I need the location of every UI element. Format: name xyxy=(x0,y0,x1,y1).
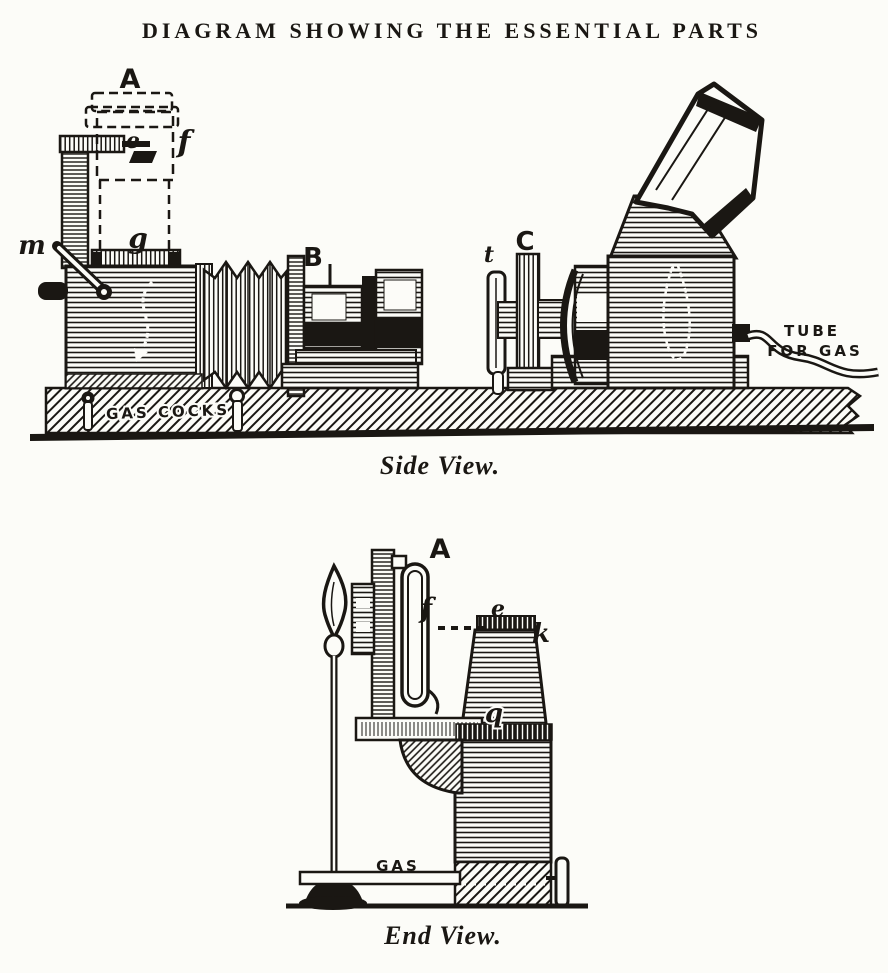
support-rod xyxy=(122,141,150,147)
lens-platform xyxy=(280,362,420,390)
end-view-caption: End View. xyxy=(383,921,502,950)
label-k-end: k xyxy=(532,619,550,649)
label-c-side: C xyxy=(515,227,534,257)
side-knob xyxy=(38,282,68,300)
side-view-caption: Side View. xyxy=(380,451,500,480)
dashed-chamber xyxy=(95,110,175,182)
gas-label: GAS xyxy=(376,857,420,875)
side-view: GAS COCKS xyxy=(18,64,879,480)
lime-holder xyxy=(390,554,440,715)
end-lamp xyxy=(453,615,570,908)
stand-column xyxy=(370,548,396,734)
carrier-rail-left xyxy=(497,301,519,339)
flame-outline xyxy=(662,264,691,361)
bellows xyxy=(202,259,288,391)
label-a-side: A xyxy=(120,64,141,95)
light-path-arrow xyxy=(138,280,154,353)
condenser-lens xyxy=(560,264,613,386)
lamp-body xyxy=(453,738,553,864)
chimney-cowl xyxy=(633,81,765,239)
light-path-arrowhead xyxy=(134,348,148,362)
label-f-side: f xyxy=(176,125,196,160)
label-e-side: e xyxy=(126,128,140,154)
dashed-cap xyxy=(84,91,180,129)
tube-for-gas-line2: FOR GAS xyxy=(767,342,863,360)
stand-c xyxy=(497,252,565,392)
lantern-body xyxy=(38,241,213,390)
label-e-end: e xyxy=(491,596,505,622)
lever-m xyxy=(52,241,112,300)
chimney-column xyxy=(60,144,90,270)
stand-clamp xyxy=(350,582,376,656)
slide-carrier-t xyxy=(486,270,507,395)
bracket-gusset xyxy=(398,738,464,795)
label-q-end: q xyxy=(485,699,503,729)
tube-for-gas-line1: TUBE xyxy=(784,322,840,340)
label-g-side: g xyxy=(128,222,148,255)
lens-standard-b xyxy=(280,254,424,398)
stand-c-foot xyxy=(506,366,556,392)
label-f-end: f xyxy=(418,592,437,625)
gas-pipe-shelf xyxy=(298,870,462,886)
page-title: DIAGRAM SHOWING THE ESSENTIAL PARTS xyxy=(142,18,762,43)
label-a-end: A xyxy=(430,534,451,565)
lens-barrel xyxy=(302,268,424,366)
label-t-side: t xyxy=(484,242,494,268)
gas-nipple xyxy=(732,324,750,342)
gas-cock-right xyxy=(229,388,245,432)
label-b-side: B xyxy=(303,243,323,273)
lamp-cap xyxy=(476,615,536,631)
label-m-side: m xyxy=(18,231,46,261)
lamphouse-body xyxy=(606,254,736,390)
lime-block xyxy=(129,151,157,163)
gas-tube xyxy=(746,330,879,379)
retort-stand xyxy=(350,548,396,734)
end-view: A f e k q GAS End View. xyxy=(286,534,588,950)
gas-jet xyxy=(299,562,367,910)
bracket-arm xyxy=(354,716,553,795)
dashed-chimney-sides xyxy=(98,180,171,258)
arm-dark-band xyxy=(455,723,553,741)
lantern-base-strip xyxy=(65,373,203,389)
lamphouse xyxy=(606,81,879,390)
flame xyxy=(321,562,348,643)
lantern-chimney-assembly xyxy=(58,91,182,270)
carrier-rail-right xyxy=(537,299,565,339)
gas-cock-left xyxy=(81,391,95,431)
baseboard xyxy=(30,386,874,441)
chimney-arm xyxy=(58,134,126,154)
ground-shadow xyxy=(30,424,874,441)
